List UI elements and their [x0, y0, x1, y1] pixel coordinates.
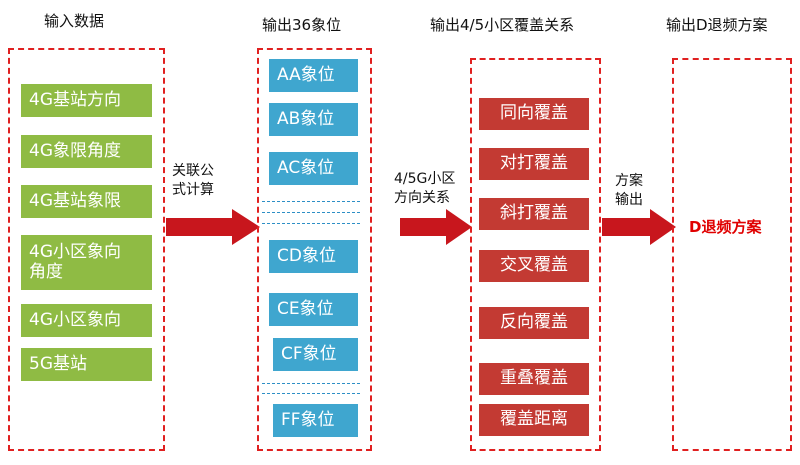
coverage-item: 覆盖距离	[479, 404, 589, 436]
right-arrow-icon	[400, 209, 472, 245]
phase-item: AB象位	[269, 103, 358, 136]
coverage-item: 反向覆盖	[479, 307, 589, 339]
right-arrow-icon	[602, 209, 676, 245]
ellipsis-line	[262, 383, 360, 384]
input-item: 4G基站方向	[21, 84, 152, 117]
input-group	[8, 48, 165, 451]
right-arrow-icon	[166, 209, 260, 245]
arrow-1-label: 关联公 式计算	[172, 162, 214, 200]
input-item: 4G象限角度	[21, 135, 152, 168]
phase-item: AC象位	[269, 152, 358, 185]
ellipsis-line	[262, 393, 360, 394]
phases-title: 输出36象位	[262, 16, 342, 34]
coverage-group	[470, 58, 601, 451]
arrow-1-label-line: 关联公	[172, 163, 214, 179]
coverage-item: 交叉覆盖	[479, 250, 589, 282]
arrow-2-label-line: 方向关系	[394, 189, 450, 206]
arrow-2-label-line: 4/5G小区	[394, 171, 456, 187]
coverage-item: 重叠覆盖	[479, 363, 589, 395]
coverage-item: 同向覆盖	[479, 98, 589, 130]
plan-group	[672, 58, 792, 451]
arrow-1-label-line: 式计算	[172, 181, 214, 198]
input-title: 输入数据	[44, 12, 105, 30]
input-item: 4G小区象向	[21, 304, 152, 337]
coverage-item: 对打覆盖	[479, 148, 589, 180]
input-item: 4G基站象限	[21, 185, 152, 218]
phase-item: AA象位	[269, 59, 358, 92]
phase-item: FF象位	[273, 404, 358, 437]
phase-item: CE象位	[269, 293, 358, 326]
arrow-2-label: 4/5G小区 方向关系	[394, 170, 455, 208]
result-label: D退频方案	[689, 218, 762, 236]
phase-item: CF象位	[273, 338, 358, 371]
input-item-multiline: 4G小区象向 角度	[21, 235, 152, 290]
plan-title: 输出D退频方案	[666, 16, 768, 34]
input-item-line: 4G小区象向	[29, 241, 121, 262]
input-item-line: 角度	[29, 261, 63, 282]
phases-group	[257, 48, 372, 451]
ellipsis-line	[262, 201, 360, 202]
phase-item: CD象位	[269, 240, 358, 273]
coverage-item: 斜打覆盖	[479, 198, 589, 230]
ellipsis-line	[262, 223, 360, 224]
input-item: 5G基站	[21, 348, 152, 381]
arrow-3-label: 方案 输出	[615, 172, 643, 210]
arrow-3-label-line: 方案	[615, 173, 643, 189]
ellipsis-line	[262, 212, 360, 213]
arrow-3-label-line: 输出	[615, 191, 643, 208]
coverage-title: 输出4/5小区覆盖关系	[430, 16, 575, 34]
